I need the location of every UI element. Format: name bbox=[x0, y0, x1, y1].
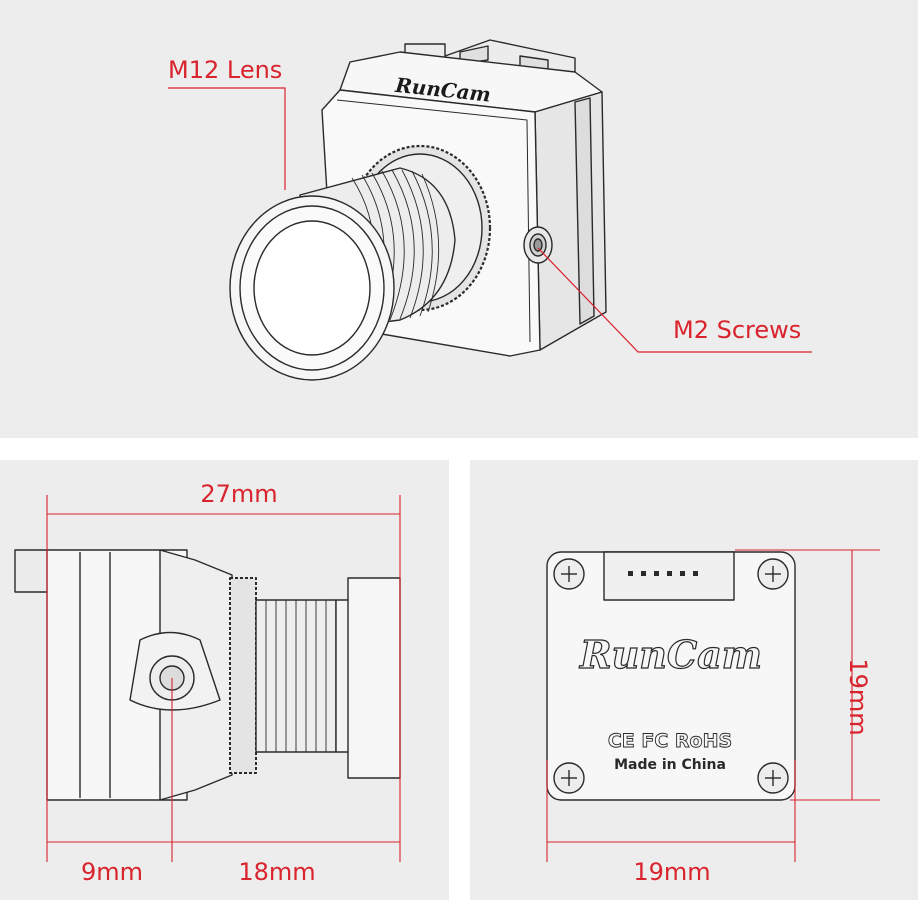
camera-back-view bbox=[546, 551, 796, 801]
dim-body-length: 9mm bbox=[81, 858, 143, 886]
lens-glass bbox=[253, 220, 371, 356]
back-dimensions bbox=[546, 549, 880, 862]
back-certifications: CE FC RoHS bbox=[608, 730, 732, 752]
callout-lens: M12 Lens bbox=[168, 56, 286, 190]
body-right-face bbox=[534, 91, 607, 351]
callout-screws: M2 Screws bbox=[537, 247, 812, 353]
back-origin: Made in China bbox=[614, 757, 726, 773]
camera-3d-view: RunCam bbox=[229, 39, 607, 381]
side-lens-cap bbox=[347, 577, 401, 779]
corner-screw-tr-icon bbox=[757, 558, 789, 590]
dim-total-length: 27mm bbox=[200, 480, 277, 508]
dim-back-height: 19mm bbox=[844, 658, 872, 735]
corner-screw-br-icon bbox=[757, 762, 789, 794]
dim-lens-length: 18mm bbox=[238, 858, 315, 886]
side-dimensions bbox=[46, 495, 401, 862]
back-brand-logo: RunCam bbox=[579, 632, 762, 677]
side-gear-ring bbox=[229, 577, 257, 774]
camera-side-view bbox=[14, 549, 401, 801]
callout-screws-label: M2 Screws bbox=[673, 316, 801, 344]
corner-screw-tl-icon bbox=[553, 558, 585, 590]
corner-screw-bl-icon bbox=[553, 762, 585, 794]
side-connector bbox=[14, 549, 49, 593]
dim-back-width: 19mm bbox=[633, 858, 710, 886]
callout-lens-label: M12 Lens bbox=[168, 56, 282, 84]
